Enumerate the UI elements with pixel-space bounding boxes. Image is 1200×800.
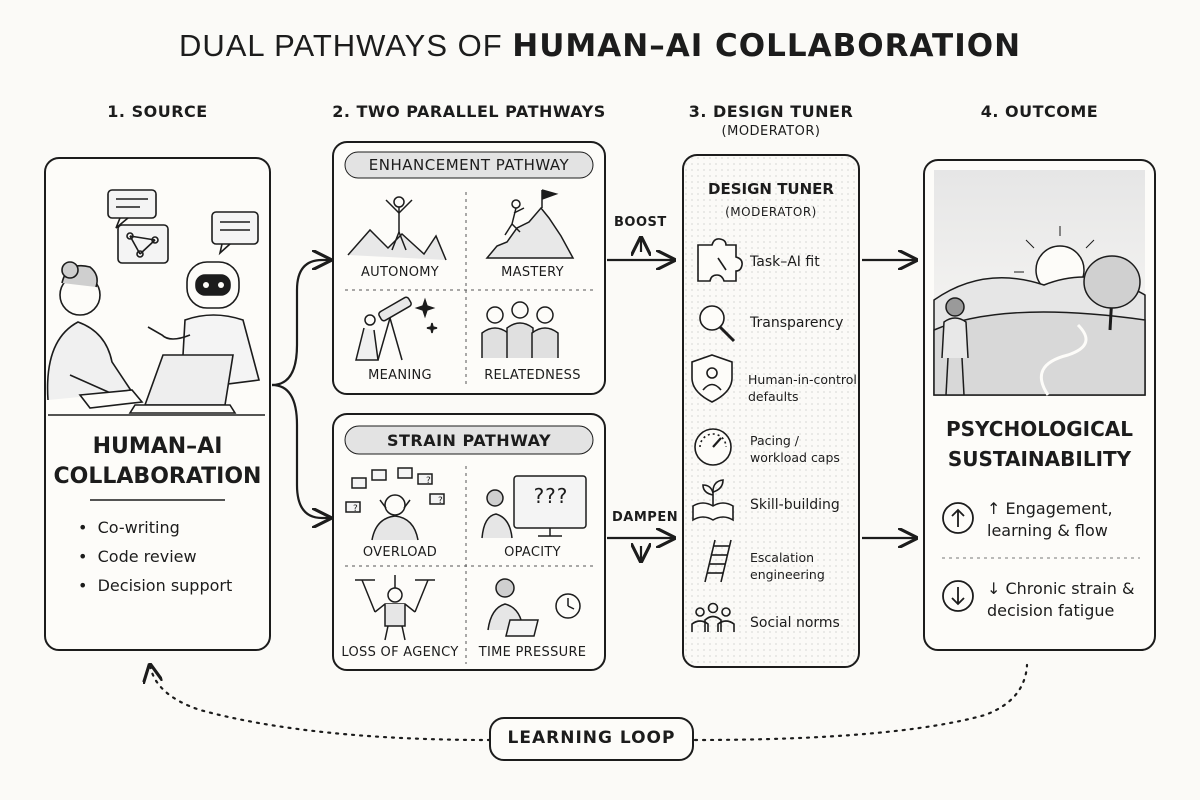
column-subheader-tuner: (MODERATOR) [673,124,869,139]
boost-label: BOOST [614,215,667,230]
strain-banner: STRAIN PATHWAY [345,431,593,450]
tuner-item-escalation: Escalation engineering [750,549,825,583]
learning-loop-right-arc [695,665,1027,740]
outcome-title-line2: SUSTAINABILITY [924,444,1155,474]
cell-label-mastery: MASTERY [470,265,595,280]
dampen-label: DAMPEN [612,510,678,525]
learning-loop-left-arc [150,665,490,740]
relatedness-icon [482,302,558,358]
cell-label-relatedness: RELATEDNESS [470,368,595,383]
branch-arrows [272,260,330,518]
column-header-source: 1. SOURCE [45,102,270,121]
overload-bubble-mark: ? [353,504,358,514]
enhancement-banner: ENHANCEMENT PATHWAY [345,156,593,174]
tuner-item-pacing: Pacing / workload caps [750,432,840,466]
overload-bubble-mark: ? [426,476,431,486]
tuner-item-transparency: Transparency [750,315,843,332]
gauge-icon [695,429,731,465]
source-title-line1: HUMAN–AI [45,432,270,462]
person-head [946,298,964,316]
opacity-question-marks: ??? [518,484,584,508]
tree-icon [1084,256,1140,308]
cell-label-opacity: OPACITY [470,545,595,560]
overload-bubble-mark: ? [438,496,443,506]
source-list: • Co-writing • Code review • Decision su… [78,518,263,605]
tuner-title: DESIGN TUNER [683,180,859,198]
column-header-tuner: 3. DESIGN TUNER [673,102,869,121]
title-bold: HUMAN–AI COLLABORATION [512,28,1021,64]
list-item: • Decision support [78,576,263,595]
sunrise-illustration [934,170,1145,395]
tuner-item-skill-building: Skill-building [750,497,840,514]
outcome-title-line1: PSYCHOLOGICAL [924,414,1155,444]
column-header-outcome: 4. OUTCOME [924,102,1155,121]
list-item: • Co-writing [78,518,263,537]
outcome-title: PSYCHOLOGICAL SUSTAINABILITY [924,414,1155,474]
tuner-subtitle: (MODERATOR) [683,205,859,219]
outcome-down-text: ↓ Chronic strain & decision fatigue [987,578,1147,622]
tuner-item-social-norms: Social norms [750,615,840,632]
cell-label-meaning: MEANING [340,368,460,383]
chat-bubble-icon [212,212,258,244]
column-header-pathways: 2. TWO PARALLEL PATHWAYS [323,102,615,121]
list-item: • Code review [78,547,263,566]
chat-bubble-icon [118,225,168,263]
tuner-item-task-ai-fit: Task–AI fit [750,254,820,271]
cell-label-autonomy: AUTONOMY [340,265,460,280]
outcome-up-text: ↑ Engagement, learning & flow [987,498,1147,542]
page-title: DUAL PATHWAYS OF HUMAN–AI COLLABORATION [0,28,1200,64]
cell-label-time-pressure: TIME PRESSURE [470,645,595,660]
source-title: HUMAN–AI COLLABORATION [45,432,270,492]
tuner-panel [683,155,859,667]
title-light: DUAL PATHWAYS OF [179,28,512,63]
puzzle-icon [698,239,742,281]
cell-label-overload: OVERLOAD [340,545,460,560]
cell-label-loss-of-agency: LOSS OF AGENCY [336,645,464,660]
source-title-line2: COLLABORATION [45,462,270,492]
tuner-item-human-in-control: Human-in-control defaults [748,371,858,405]
chat-bubble-icon [108,190,156,218]
learning-loop-label: LEARNING LOOP [490,728,693,748]
